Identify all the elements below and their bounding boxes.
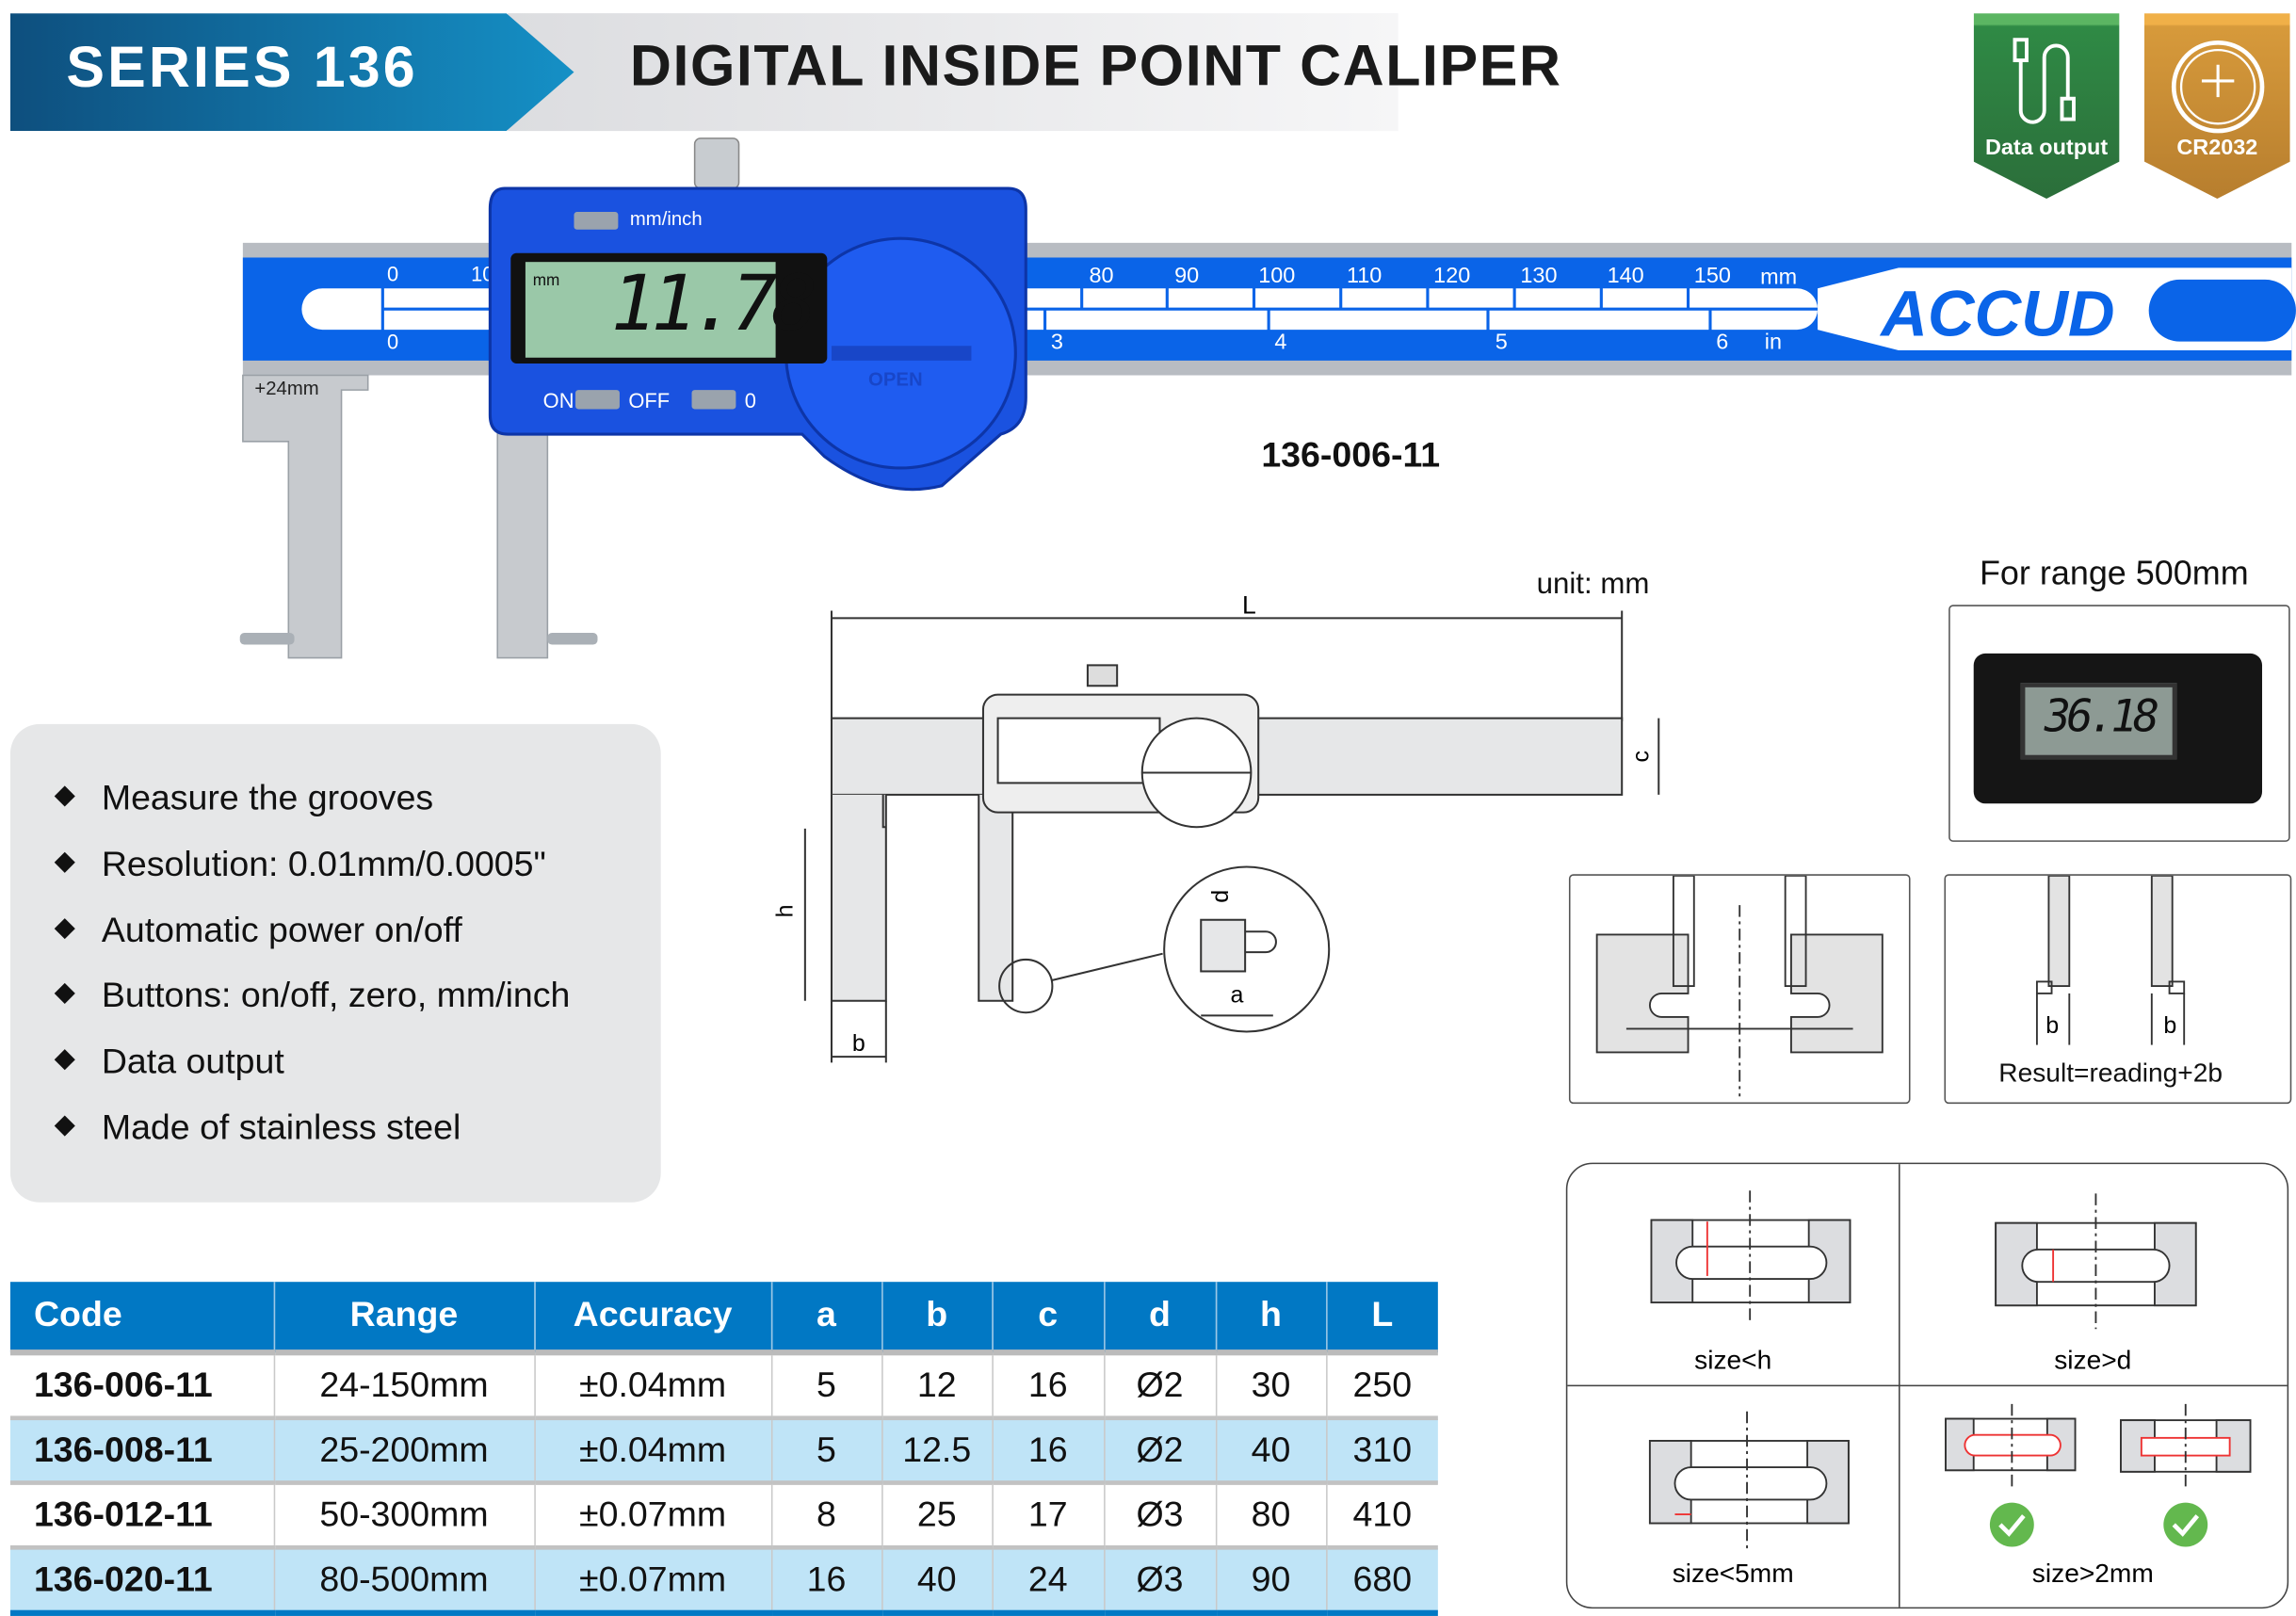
scale-mm-label: 0: [387, 262, 399, 286]
usage-result-diagram: [1944, 874, 2292, 1105]
conditions-grid: size<h size>d size<5mm size>2mm: [1565, 1162, 2289, 1609]
condition-label: size<5mm: [1672, 1559, 1794, 1589]
off-button-label: OFF: [628, 388, 671, 412]
badge-label: Data output: [1984, 135, 2109, 161]
page-title: DIGITAL INSIDE POINT CALIPER: [629, 35, 1562, 99]
dim-label-b: b: [851, 1031, 865, 1058]
condition-d-diagram: [1995, 1193, 2197, 1330]
column-header: d: [1103, 1282, 1216, 1356]
scale-mm-label: 90: [1174, 263, 1200, 289]
check-icon: [2163, 1502, 2208, 1547]
scale-in-label: 6: [1716, 330, 1729, 355]
range500-reading: 36.18: [2044, 691, 2159, 744]
mode-button-label: mm/inch: [629, 207, 703, 230]
range500-title: For range 500mm: [1979, 553, 2249, 592]
features-panel: Measure the grooves Resolution: 0.01mm/0…: [9, 723, 661, 1203]
unit-label: unit: mm: [1536, 568, 1650, 601]
caliper-photo: ACCUD: [239, 137, 2296, 659]
dim-label-a: a: [1230, 982, 1244, 1009]
on-off-button: [575, 390, 620, 410]
scale-in-label: 4: [1274, 330, 1287, 355]
condition-label: size>2mm: [2031, 1559, 2154, 1589]
column-header: L: [1325, 1282, 1438, 1356]
column-header: Code: [9, 1282, 274, 1356]
dim-label-L: L: [1242, 591, 1256, 620]
feature-item: Buttons: on/off, zero, mm/inch: [54, 976, 570, 1017]
scale-mm-label: 140: [1607, 263, 1644, 289]
lcd-unit: mm: [532, 272, 560, 290]
column-header: a: [770, 1282, 882, 1356]
scale-in-label: 5: [1495, 330, 1508, 355]
on-button-label: ON: [542, 388, 574, 412]
condition-label: size>d: [2054, 1345, 2132, 1375]
series-banner: SERIES 136: [9, 13, 574, 132]
zero-button: [691, 390, 736, 410]
usage-diagram: [1568, 874, 1911, 1105]
condition-2mm-diagram: [1945, 1403, 2252, 1488]
model-number: 136-006-11: [1261, 435, 1441, 476]
lcd-screen: [525, 262, 776, 358]
usb-cable-icon: [2013, 38, 2076, 124]
column-header: Range: [272, 1282, 535, 1356]
scale-mm-label: 100: [1258, 263, 1296, 289]
b-label: b: [2163, 1013, 2177, 1040]
column-header: b: [881, 1282, 993, 1356]
result-formula: Result=reading+2b: [1998, 1058, 2223, 1088]
scale-in-label: 3: [1050, 330, 1063, 355]
feature-item: Measure the grooves: [54, 779, 433, 820]
feature-item: Resolution: 0.01mm/0.0005": [54, 845, 546, 886]
check-icon: [1989, 1502, 2034, 1547]
spec-table: Code Range Accuracy a b c d h L 136-006-…: [9, 1282, 1438, 1616]
scale-mm-label: 130: [1520, 263, 1558, 289]
b-label: b: [2045, 1013, 2060, 1040]
dim-label-c: c: [1629, 751, 1655, 763]
condition-h-diagram: [1650, 1190, 1851, 1323]
mode-button: [574, 212, 619, 230]
dim-label-d: d: [1208, 889, 1235, 903]
scale-mm-unit: mm: [1760, 265, 1798, 290]
battery-badge: CR2032: [2143, 13, 2290, 199]
jaw-offset-label: +24mm: [254, 377, 319, 399]
feature-item: Made of stainless steel: [54, 1108, 461, 1150]
scale-mm-label: 120: [1433, 263, 1471, 289]
data-output-badge: Data output: [1973, 13, 2120, 199]
range500-photo: 36.18: [1948, 605, 2290, 842]
condition-label: size<h: [1694, 1345, 1772, 1375]
fine-adjust-wheel: [693, 137, 740, 189]
column-header: Accuracy: [533, 1282, 771, 1356]
cover-label: OPEN: [868, 367, 923, 391]
condition-5mm-diagram: [1648, 1411, 1850, 1550]
technical-drawing: [803, 610, 1660, 1063]
scale-in-label: 0: [387, 330, 399, 354]
scale-mm-label: 80: [1089, 263, 1114, 289]
feature-item: Automatic power on/off: [54, 911, 462, 952]
lcd-reading: 11.78: [610, 260, 818, 349]
series-label: SERIES 136: [66, 37, 418, 101]
coin-battery-icon: [2171, 40, 2265, 134]
column-header: h: [1215, 1282, 1327, 1356]
feature-item: Data output: [54, 1042, 284, 1083]
title-banner: [508, 13, 1399, 132]
brand-logo: ACCUD: [1879, 277, 2114, 349]
scale-mm-label: 110: [1346, 263, 1382, 289]
badge-label: CR2032: [2176, 135, 2258, 161]
scale-mm-label: 10: [471, 262, 489, 286]
scale-in-unit: in: [1764, 330, 1783, 355]
dim-label-h: h: [773, 904, 799, 918]
table-header: Code Range Accuracy a b c d h L: [9, 1282, 1438, 1356]
column-header: c: [991, 1282, 1105, 1356]
zero-button-label: 0: [744, 388, 756, 412]
scale-mm-label: 150: [1693, 263, 1731, 289]
